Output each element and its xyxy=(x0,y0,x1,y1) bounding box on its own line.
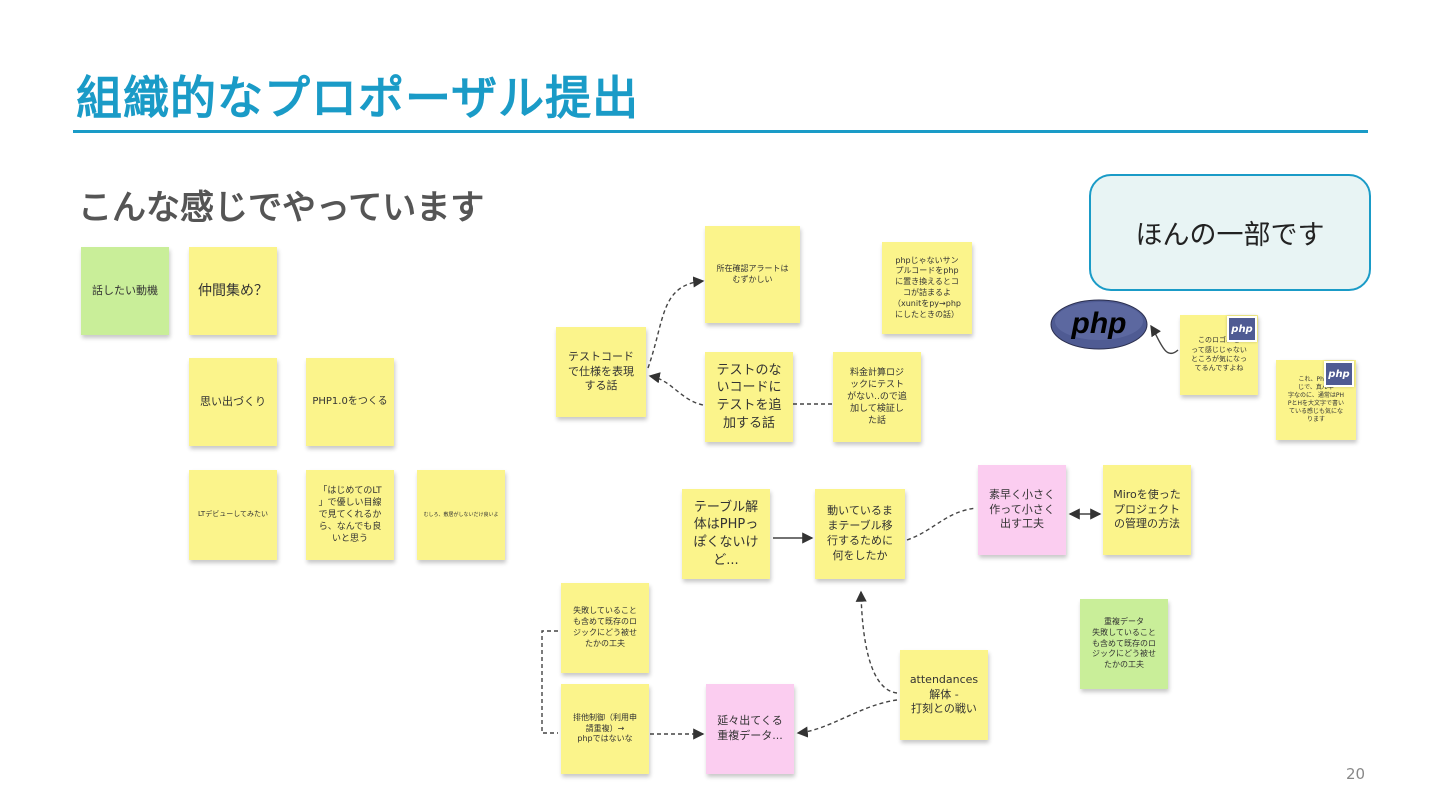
callout-text: ほんの一部です xyxy=(1135,220,1325,251)
php-logo: php xyxy=(1050,299,1148,350)
php-logo-icon: php xyxy=(1050,299,1148,350)
sticky-note[interactable]: 失敗していること も含めて既存のロ ジックにどう被せ たかの工夫 xyxy=(561,583,649,673)
sticky-note[interactable]: 仲間集め？ xyxy=(189,247,277,335)
sticky-note[interactable]: 延々出てくる 重複データ... xyxy=(706,684,794,774)
sticky-note[interactable]: 素早く小さく 作って小さく 出す工夫 xyxy=(978,465,1066,555)
php-badge-icon: php xyxy=(1229,318,1255,340)
page-number: 20 xyxy=(1346,765,1366,783)
sticky-note[interactable]: attendances 解体 - 打刻との戦い xyxy=(900,650,988,740)
sticky-note[interactable]: 排他制御（利用申 請重複）→ phpではないな xyxy=(561,684,649,774)
title-underline xyxy=(73,130,1368,133)
sticky-note[interactable]: 料金計算ロジ ックにテスト がない..ので追 加して検証し た話 xyxy=(833,352,921,442)
slide-title: 組織的なプロポーザル提出 xyxy=(76,71,640,125)
php-badge-icon: php xyxy=(1326,363,1352,385)
arrow-notest-to-test xyxy=(648,372,704,406)
sticky-note[interactable]: むしろ、敷居がしないだけ良いよ xyxy=(417,470,505,560)
line-failing-exclusive xyxy=(541,630,558,734)
php-logo-text: php xyxy=(1071,307,1127,340)
sticky-note[interactable]: PHP1.0をつくる xyxy=(306,358,394,446)
sticky-note[interactable]: phpじゃないサン プルコードをphp に置き換えるとコ コが詰まるよ （xun… xyxy=(882,242,972,334)
sticky-note[interactable]: Miroを使った プロジェクト の管理の方法 xyxy=(1103,465,1191,555)
line-moving-quick xyxy=(906,507,977,541)
slide-subtitle: こんな感じでやっています xyxy=(78,188,485,228)
arrow-attendances-delayed xyxy=(796,699,898,738)
sticky-note[interactable]: 動いているま まテーブル移 行するために 何をしたか xyxy=(815,489,905,579)
sticky-note[interactable]: 重複データ 失敗していること も含めて既存のロ ジックにどう被せ たかの工夫 xyxy=(1080,599,1168,689)
sticky-note[interactable]: テストコード で仕様を表現 する話 xyxy=(556,327,646,417)
arrow-test-to-alert xyxy=(647,276,705,369)
sticky-note[interactable]: 思い出づくり xyxy=(189,358,277,446)
sticky-note[interactable]: 所在確認アラートは むずかしい xyxy=(705,226,800,323)
sticky-note[interactable]: 「はじめてのLT 」で優しい目線 で見てくれるか ら、なんでも良 いと思う xyxy=(306,470,394,560)
callout-box: ほんの一部です xyxy=(1089,174,1371,291)
sticky-note[interactable]: このロゴ、こ って感じじゃない ところが気になっ てるんですよね xyxy=(1180,315,1258,395)
sticky-note[interactable]: テーブル解 体はPHPっ ぽくないけ ど... xyxy=(682,489,770,579)
arrow-logonote-to-logo xyxy=(1150,324,1179,354)
arrow-attendances-moving xyxy=(855,590,898,694)
sticky-note[interactable]: LTデビューしてみたい xyxy=(189,470,277,560)
sticky-note[interactable]: 話したい動機 xyxy=(81,247,169,335)
sticky-note[interactable]: テストのな いコードに テストを追 加する話 xyxy=(705,352,793,442)
